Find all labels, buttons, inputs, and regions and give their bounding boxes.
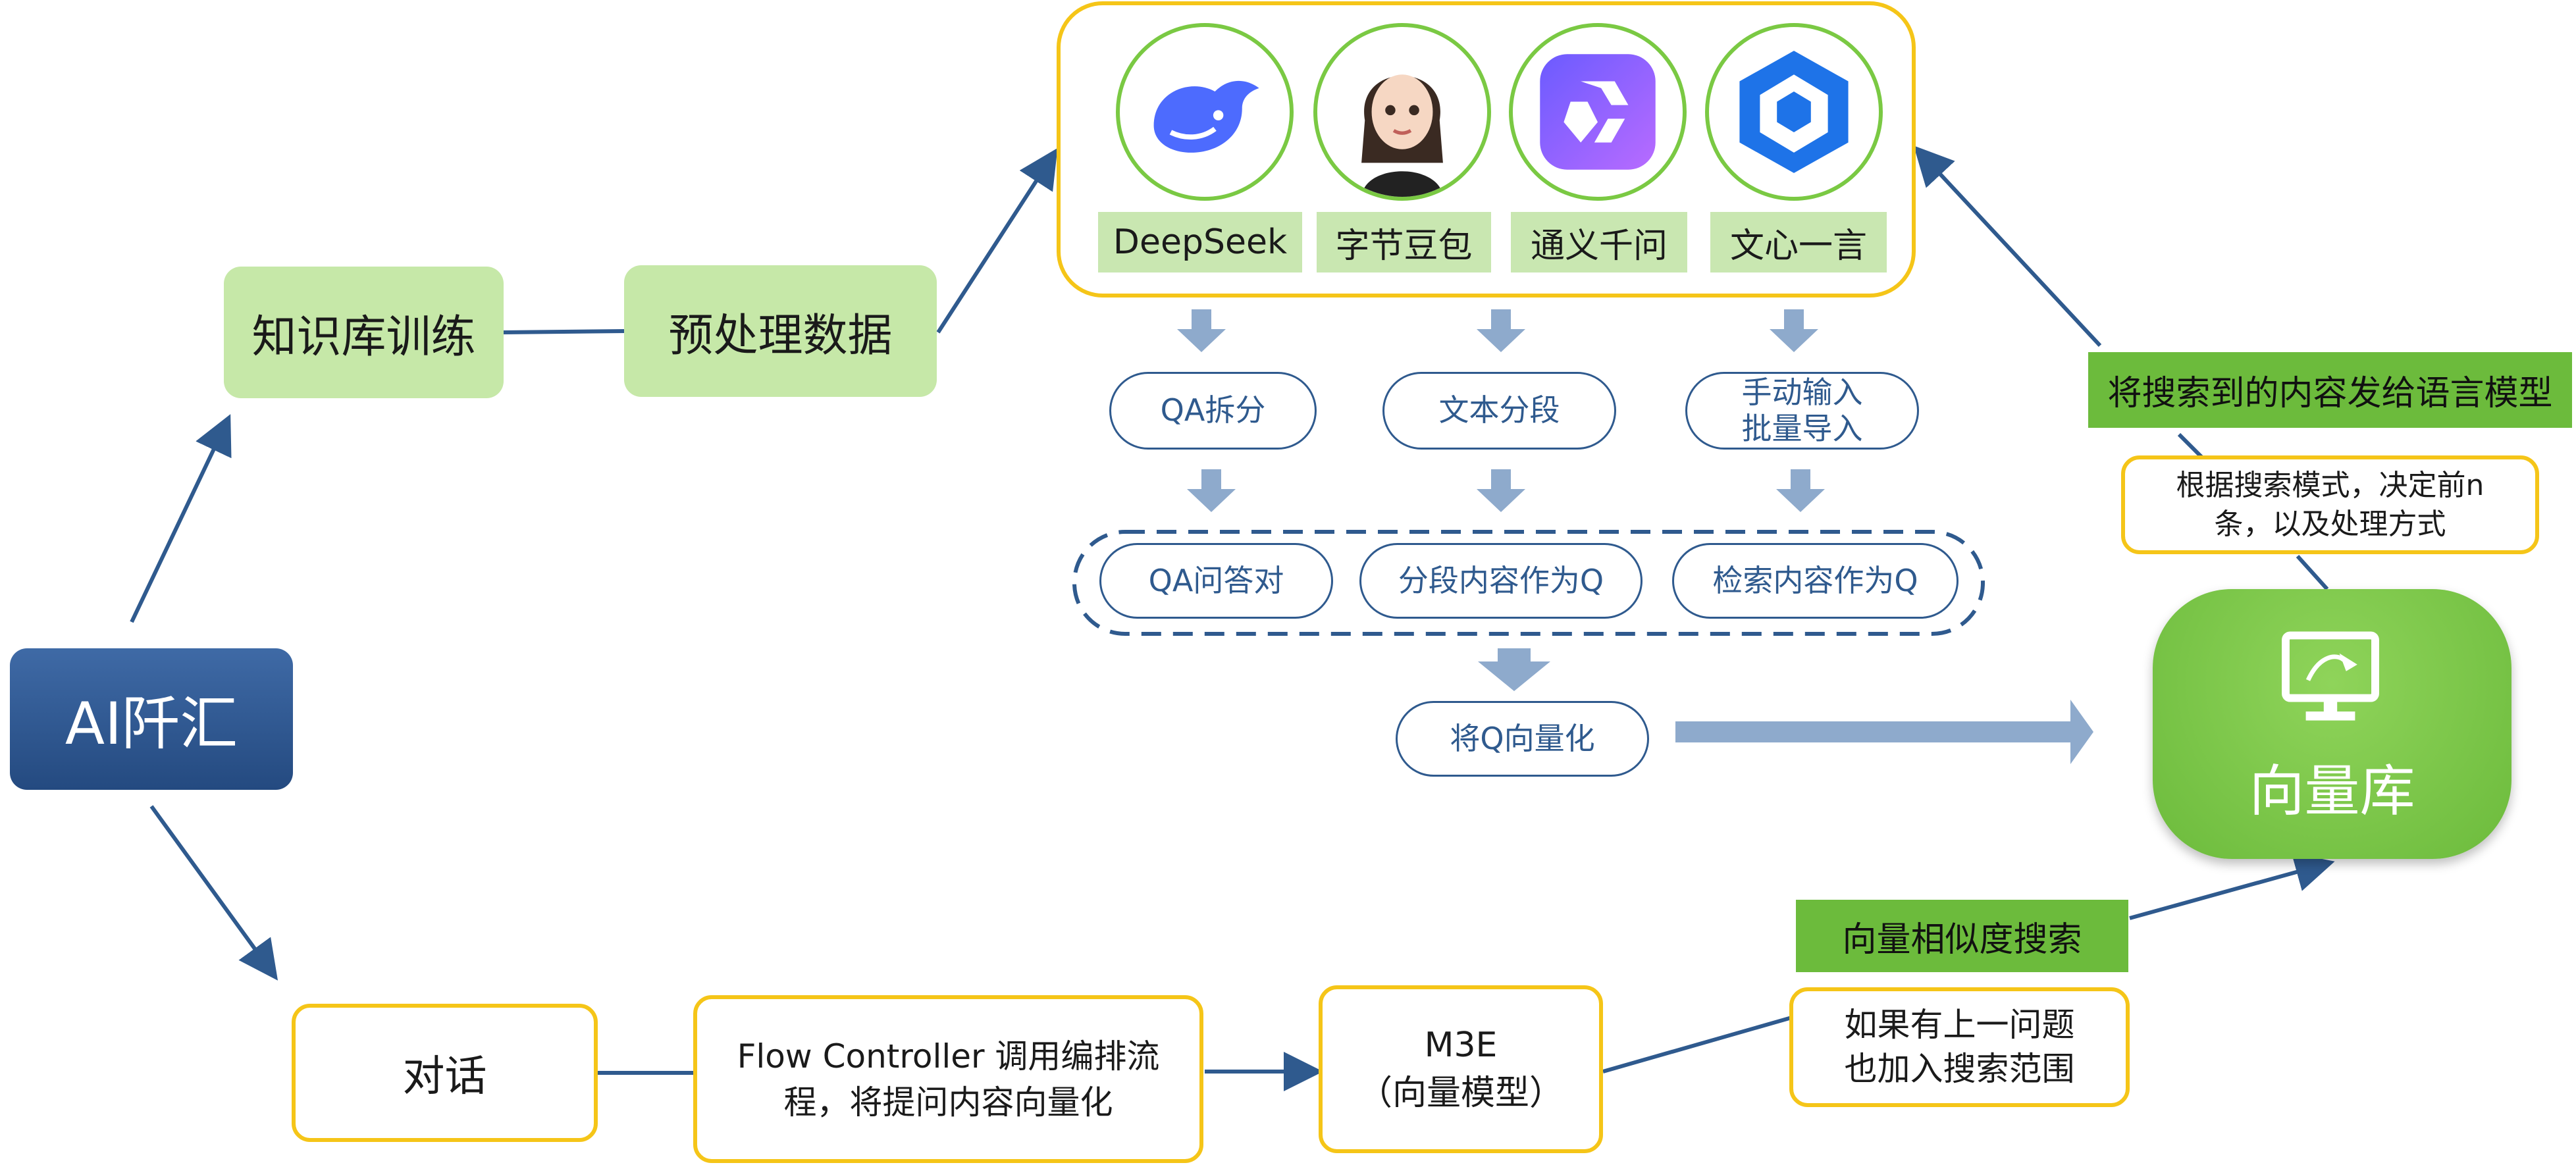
wenxin-avatar [1705, 23, 1883, 201]
root-node: AI阡汇 [10, 648, 293, 790]
qa-outputs-dashed-group [1072, 530, 1985, 636]
similarity-search-text: 向量相似度搜索 [1842, 919, 2082, 960]
root-to-chat-arrow [149, 805, 278, 981]
wenxin-logo-icon [1739, 51, 1849, 173]
m3e-to-similarity-line [1602, 1015, 1795, 1074]
root-label: AI阡汇 [65, 690, 238, 758]
previous-question-text: 如果有上一问题 也加入搜索范围 [1844, 1005, 2075, 1089]
chat-label: 对话 [402, 1052, 487, 1101]
search-mode-decide-text: 根据搜索模式，决定前n 条，以及处理方式 [2176, 468, 2484, 541]
vectordb-to-decide-line [2296, 554, 2329, 591]
down-arrow-1 [1177, 309, 1226, 352]
deepseek-whale-icon [1153, 80, 1259, 153]
doubao-avatar [1313, 23, 1491, 201]
output-label: 检索内容作为Q [1712, 562, 1918, 598]
step-manual-import: 手动输入 批量导入 [1685, 372, 1919, 450]
down-arrow-5 [1477, 469, 1525, 512]
vector-db-label: 向量库 [2249, 758, 2415, 823]
knowledge-train-label: 知识库训练 [251, 311, 476, 363]
step-qa-split: QA拆分 [1109, 372, 1317, 450]
search-mode-decide-box: 根据搜索模式，决定前n 条，以及处理方式 [2121, 455, 2539, 554]
step-text-segment: 文本分段 [1382, 372, 1616, 450]
model-name-text: 字节豆包 [1335, 226, 1473, 266]
root-to-train-arrow [130, 414, 232, 623]
previous-question-box: 如果有上一问题 也加入搜索范围 [1789, 987, 2130, 1107]
output-label: QA问答对 [1148, 562, 1284, 598]
right-arrow-to-vectordb [1675, 700, 2093, 764]
down-arrow-6 [1776, 469, 1825, 512]
m3e-label: M3E （向量模型） [1357, 1025, 1564, 1113]
preprocess-node: 预处理数据 [624, 265, 937, 397]
output-label: 分段内容作为Q [1398, 562, 1604, 598]
model-name-text: 通义千问 [1530, 226, 1668, 266]
similarity-search-label: 向量相似度搜索 [1796, 900, 2128, 972]
model-name-wenxin: 文心一言 [1710, 212, 1887, 272]
preprocess-to-models-arrow [936, 147, 1058, 334]
model-name-qwen: 通义千问 [1511, 212, 1687, 272]
chat-node: 对话 [292, 1004, 598, 1142]
vector-db-node: 向量库 [2153, 589, 2511, 859]
send-to-llm-text: 将搜索到的内容发给语言模型 [2107, 374, 2553, 413]
output-qa-pairs: QA问答对 [1099, 543, 1333, 619]
train-to-preprocess-line [503, 329, 626, 334]
output-retrieved-as-q: 检索内容作为Q [1672, 543, 1958, 619]
model-name-text: 文心一言 [1729, 226, 1867, 266]
knowledge-train-node: 知识库训练 [224, 267, 504, 398]
step-label: 文本分段 [1438, 392, 1560, 428]
down-arrow-7 [1478, 648, 1550, 691]
preprocess-label: 预处理数据 [668, 309, 893, 362]
flow-controller-label: Flow Controller 调用编排流 程，将提问内容向量化 [737, 1037, 1160, 1122]
decide-to-send-line [2177, 432, 2204, 459]
vectorize-label: 将Q向量化 [1450, 720, 1595, 756]
doubao-avatar-icon [1361, 74, 1443, 197]
down-arrow-4 [1187, 469, 1236, 512]
qwen-logo-icon [1540, 54, 1656, 170]
model-name-deepseek: DeepSeek [1098, 212, 1302, 272]
step-label: 手动输入 批量导入 [1741, 374, 1863, 446]
down-arrow-2 [1477, 309, 1525, 352]
qwen-avatar [1509, 23, 1687, 201]
model-name-doubao: 字节豆包 [1317, 212, 1491, 272]
flow-controller-node: Flow Controller 调用编排流 程，将提问内容向量化 [693, 995, 1203, 1163]
send-to-models-arrow [1913, 145, 2102, 348]
output-segment-as-q: 分段内容作为Q [1359, 543, 1643, 619]
model-name-text: DeepSeek [1113, 222, 1288, 262]
m3e-node: M3E （向量模型） [1319, 985, 1603, 1153]
monitor-icon [2282, 631, 2379, 721]
deepseek-avatar [1116, 23, 1294, 201]
send-to-llm-label: 将搜索到的内容发给语言模型 [2088, 352, 2572, 428]
similarity-to-vectordb-arrow [2129, 852, 2335, 920]
down-arrow-3 [1770, 309, 1818, 352]
vectorize-q-node: 将Q向量化 [1396, 701, 1649, 777]
step-label: QA拆分 [1160, 392, 1266, 428]
